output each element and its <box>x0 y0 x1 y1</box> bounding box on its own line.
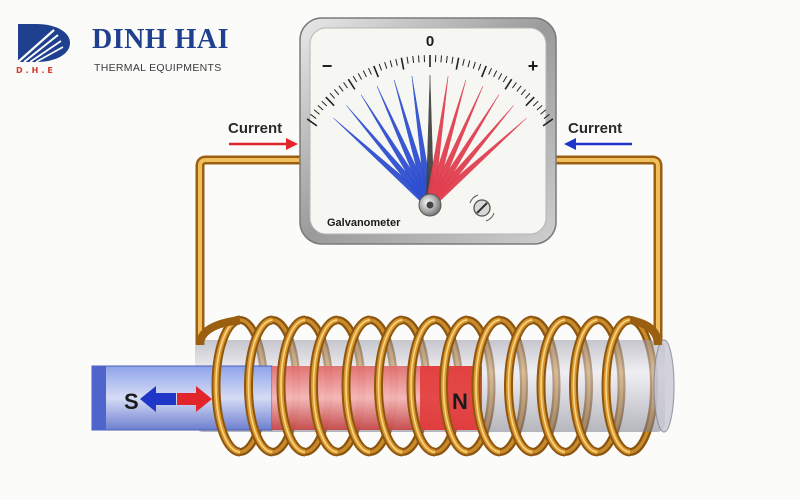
scale-tick <box>317 105 324 111</box>
galvanometer-needles <box>333 74 527 209</box>
scale-tick <box>462 58 465 66</box>
scale-tick <box>520 89 526 96</box>
current-arrow-right-icon <box>229 138 298 150</box>
scale-tick <box>455 57 460 70</box>
scale-tick <box>445 55 448 64</box>
coil-turn-front-shine <box>605 319 631 453</box>
scale-tick <box>532 100 539 107</box>
scale-tick <box>310 113 317 119</box>
current-arrow-left-icon <box>564 138 632 150</box>
scale-tick <box>525 96 535 107</box>
scale-tick <box>502 75 508 83</box>
galvanometer-label: Galvanometer <box>327 217 401 229</box>
coil-turn-front-shine <box>442 319 468 453</box>
scale-tick <box>540 109 547 115</box>
coil-lead-right <box>629 316 662 346</box>
scale-tick <box>488 67 492 75</box>
scale-tick <box>373 65 380 78</box>
scale-tick <box>516 85 522 92</box>
scale-tick <box>389 60 393 68</box>
brand-name: DINH HAI <box>92 24 230 55</box>
scale-tick <box>357 73 362 80</box>
scale-tick <box>406 56 409 64</box>
brand-logo: D.H.E DINH HAI THERMAL EQUIPMENTS <box>14 22 254 82</box>
scale-tick <box>400 57 405 70</box>
motion-arrow-left-icon <box>140 386 176 412</box>
scale-tick <box>321 100 328 107</box>
scale-tick <box>352 75 358 83</box>
current-label-left: Current <box>228 120 282 137</box>
coil-turn-front-shine <box>475 319 501 453</box>
scale-tick <box>472 61 476 69</box>
motion-arrow-right-icon <box>177 386 212 412</box>
scale-minus-label: − <box>322 56 333 76</box>
needle-pivot-icon <box>418 193 442 217</box>
brand-abbreviation: D.H.E <box>16 66 56 75</box>
coil-turn-front-shine <box>572 319 598 453</box>
scale-tick <box>338 85 344 92</box>
coil-turn-front-shine <box>280 319 306 453</box>
scale-tick <box>417 55 420 63</box>
coil-lead-left <box>196 316 241 346</box>
scale-tick <box>524 92 531 99</box>
scale-tick <box>368 67 372 75</box>
magnet-north-label: N <box>452 389 468 414</box>
scale-plus-label: + <box>528 56 539 76</box>
scale-tick <box>325 96 335 107</box>
scale-tick <box>412 55 415 64</box>
scale-zero-label: 0 <box>426 33 434 50</box>
scale-tick <box>343 82 348 89</box>
scale-tick <box>329 92 336 99</box>
scale-tick <box>467 60 471 68</box>
current-label-right: Current <box>568 120 622 137</box>
scale-tick <box>313 109 320 115</box>
scale-tick <box>498 73 503 80</box>
circuit-wire <box>195 155 663 345</box>
brand-tagline: THERMAL EQUIPMENTS <box>94 62 222 74</box>
dhe-logo-icon <box>17 24 70 63</box>
scale-tick <box>440 55 443 63</box>
scale-tick <box>451 56 454 64</box>
galvanometer: 0 − + Galvanometer <box>299 17 557 245</box>
coil-turn-front-shine <box>540 319 566 453</box>
coil-turn-front-shine <box>410 319 436 453</box>
scale-tick <box>477 63 482 71</box>
scale-tick <box>384 61 388 69</box>
coil-turn-front-shine <box>247 319 273 453</box>
scale-tick <box>334 89 340 96</box>
scale-tick <box>536 105 543 111</box>
coil-turn-front-shine <box>345 319 371 453</box>
scale-tick <box>378 63 383 71</box>
coil-turn-front-shine <box>312 319 338 453</box>
coil-turn-front-shine <box>507 319 533 453</box>
scale-tick <box>504 78 513 90</box>
scale-tick <box>347 78 356 90</box>
galvanometer-scale <box>306 55 554 127</box>
scale-tick <box>512 82 517 89</box>
coil-turn-front-shine <box>215 319 241 453</box>
scale-tick <box>543 113 550 119</box>
scale-tick <box>362 70 367 78</box>
scale-tick <box>480 65 487 78</box>
zero-adjust-screw-icon <box>469 194 495 222</box>
scale-tick <box>493 70 498 78</box>
coil-front <box>196 315 662 457</box>
scale-tick <box>306 118 318 127</box>
scale-tick <box>395 58 398 66</box>
scale-tick <box>542 118 554 127</box>
magnet-south-label: S <box>124 389 139 414</box>
coil-turn-front-shine <box>377 319 403 453</box>
